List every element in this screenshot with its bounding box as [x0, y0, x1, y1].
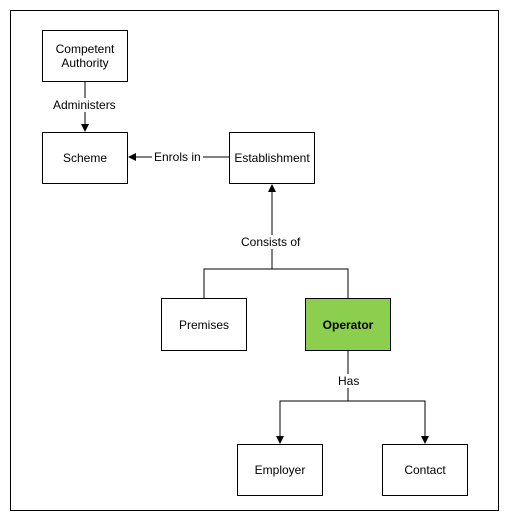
node-establishment: Establishment	[229, 132, 315, 184]
node-operator: Operator	[305, 298, 391, 351]
node-contact: Contact	[382, 444, 468, 496]
node-scheme: Scheme	[42, 132, 128, 184]
edge-has-employer	[276, 400, 348, 444]
node-employer: Employer	[237, 444, 323, 496]
diagram-frame	[10, 10, 499, 511]
node-competent-authority: Competent Authority	[42, 30, 128, 82]
edge-has-contact	[348, 400, 429, 444]
label-consists-of: Consists of	[239, 235, 303, 249]
edge-consists-of-branch	[203, 268, 349, 298]
label-administers: Administers	[51, 98, 118, 112]
node-premises: Premises	[161, 298, 247, 351]
label-enrols-in: Enrols in	[152, 150, 203, 164]
label-has: Has	[336, 374, 362, 388]
